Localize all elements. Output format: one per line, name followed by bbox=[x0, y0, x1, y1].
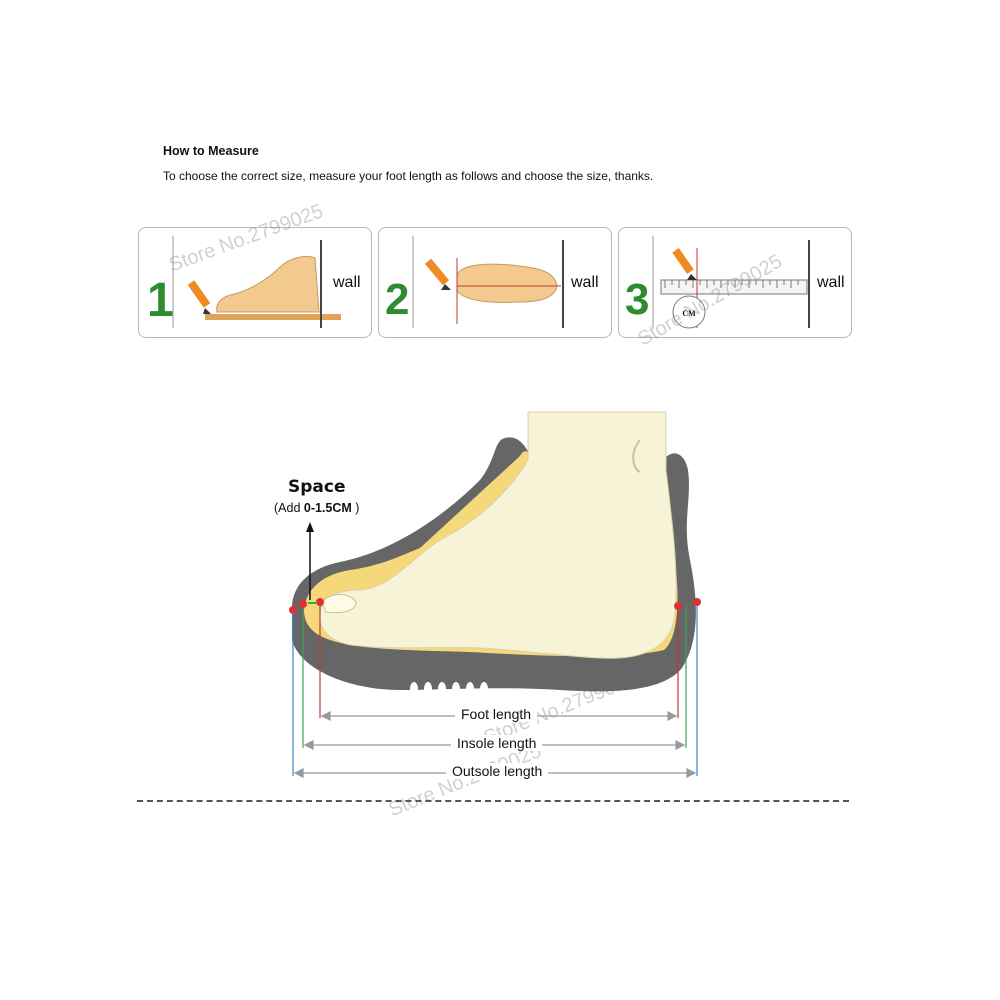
foot-length-label: Foot length bbox=[455, 706, 538, 722]
ruler-unit-label: CM bbox=[682, 309, 696, 318]
step-3-wall-label: wall bbox=[817, 274, 845, 291]
step-1-number: 1 bbox=[147, 274, 174, 327]
insole-toe-point bbox=[299, 600, 307, 608]
step-2-panel: 2 wall bbox=[378, 227, 612, 338]
floor-board bbox=[205, 314, 341, 320]
insole-length-label: Insole length bbox=[451, 735, 543, 751]
step-3-panel: 3 CM wall bbox=[618, 227, 852, 338]
heel-point bbox=[674, 602, 682, 610]
step-2-illustration: 2 bbox=[385, 236, 564, 328]
step-2-wall-label: wall bbox=[571, 274, 599, 291]
pencil-icon bbox=[187, 280, 211, 314]
page-subtitle: To choose the correct size, measure your… bbox=[163, 169, 654, 183]
foot-side-icon bbox=[216, 255, 320, 313]
arrow-left-icon bbox=[293, 768, 304, 778]
step-1-illustration: 1 bbox=[147, 236, 341, 328]
add-value: 0-1.5CM bbox=[303, 501, 352, 515]
ruler-ticks bbox=[664, 280, 799, 288]
step-1-panel: 1 wall bbox=[138, 227, 372, 338]
step-1-wall-label: wall bbox=[333, 274, 361, 291]
dashed-divider bbox=[137, 800, 849, 802]
arrow-left-icon bbox=[303, 740, 314, 750]
ruler-zoom-icon bbox=[672, 295, 706, 329]
arrow-right-icon bbox=[675, 740, 686, 750]
step-3-number: 3 bbox=[625, 275, 649, 324]
space-add-note: (Add 0-1.5CM ) bbox=[274, 501, 359, 515]
arrow-right-icon bbox=[686, 768, 697, 778]
arrow-head-icon bbox=[306, 522, 314, 532]
outsole-heel-point bbox=[693, 598, 701, 606]
step-2-number: 2 bbox=[385, 275, 409, 324]
step-3-illustration: 3 CM bbox=[625, 236, 810, 329]
arrow-left-icon bbox=[320, 711, 331, 721]
page-title: How to Measure bbox=[163, 144, 259, 158]
arrow-right-icon bbox=[667, 711, 678, 721]
pencil-icon bbox=[672, 248, 697, 280]
outsole-toe-point bbox=[289, 606, 297, 614]
pencil-icon bbox=[424, 258, 451, 290]
add-prefix: (Add bbox=[274, 501, 304, 515]
add-suffix: ) bbox=[351, 501, 360, 515]
space-label: Space bbox=[288, 477, 346, 497]
big-toe bbox=[321, 594, 357, 614]
outsole-length-label: Outsole length bbox=[446, 763, 549, 779]
sole-tread bbox=[410, 682, 488, 696]
ankle-mark bbox=[632, 439, 641, 473]
foot bbox=[319, 411, 677, 659]
